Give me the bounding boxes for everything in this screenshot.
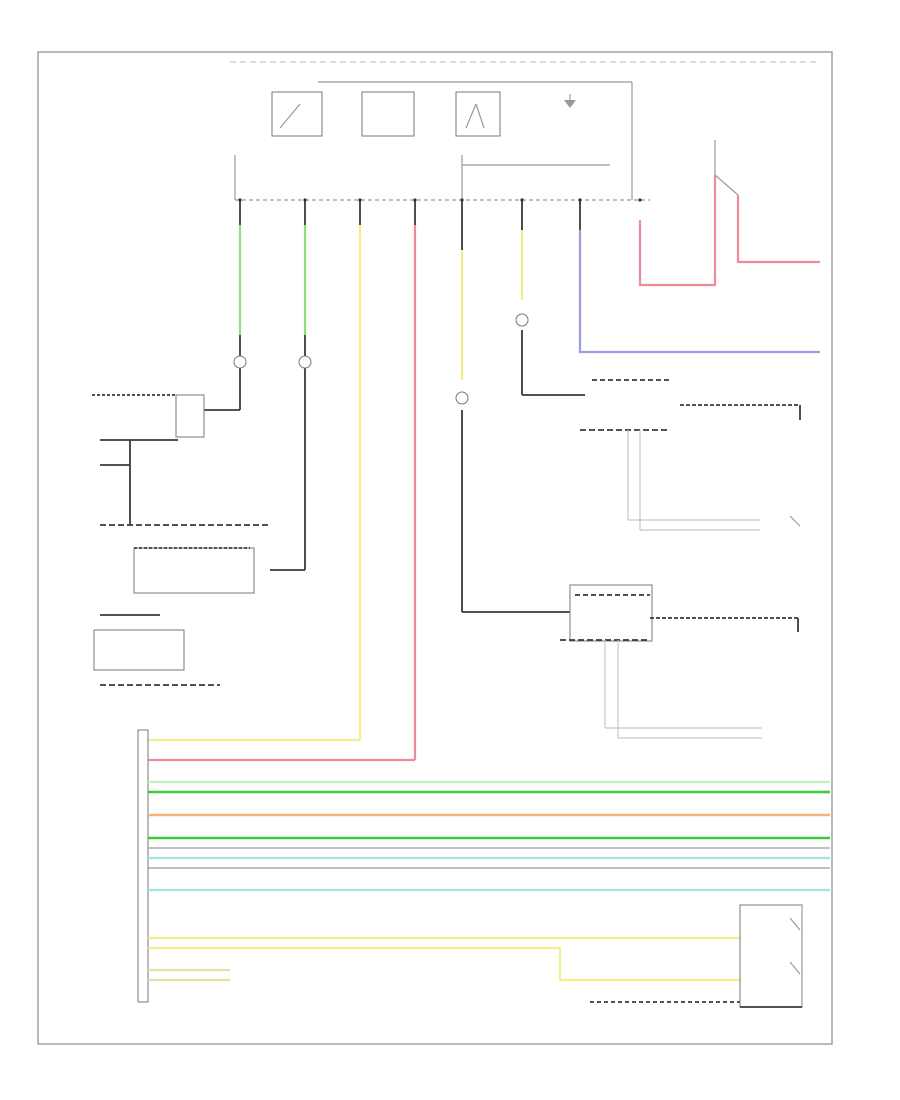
splice-markers xyxy=(238,198,642,202)
right-lamp-icon xyxy=(298,355,312,369)
main-module-connector xyxy=(137,729,149,1003)
bottom-right-switch xyxy=(739,904,803,1008)
right-middle-circuit xyxy=(560,584,799,739)
red-wire xyxy=(638,175,717,287)
left-fog-lamp-circuit xyxy=(178,200,247,411)
right-fog-lamp-circuit xyxy=(270,200,312,571)
center-lamp-circuit xyxy=(455,200,650,613)
fuse-block-top xyxy=(271,81,633,200)
right-upper-circuit xyxy=(580,379,801,531)
bus-wires xyxy=(148,780,830,1003)
blue-wire xyxy=(578,230,820,354)
left-switch-boxes xyxy=(92,394,270,686)
connector-bar xyxy=(234,155,650,201)
diagram-frame xyxy=(37,51,833,1045)
left-lamp-icon xyxy=(233,355,247,369)
